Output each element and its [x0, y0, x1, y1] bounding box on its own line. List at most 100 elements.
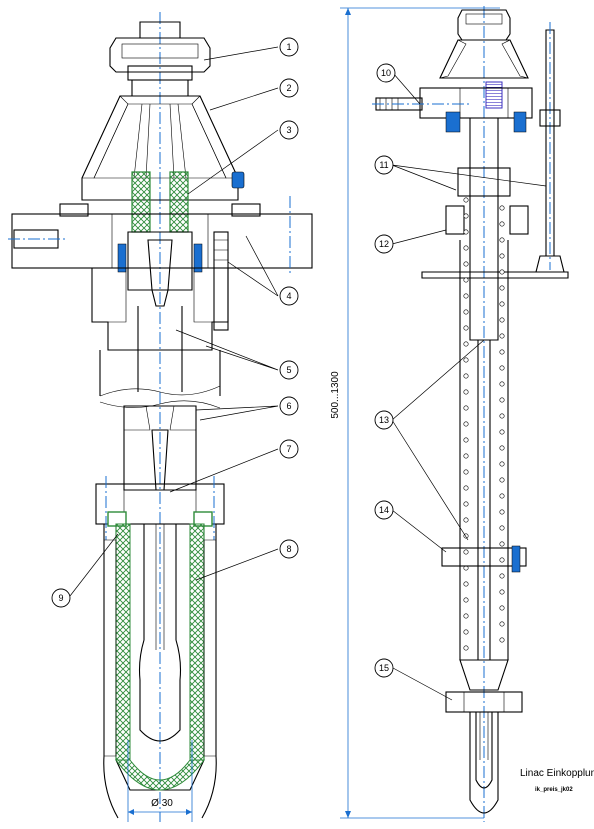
perforation-hole [463, 277, 469, 283]
callout-number: 13 [379, 415, 389, 425]
callout-circle [279, 539, 299, 559]
callout-circle [279, 396, 299, 416]
callout-circle [374, 155, 394, 175]
perforation-hole [463, 261, 469, 267]
callout-number: 3 [286, 125, 291, 135]
base-plate [421, 271, 569, 279]
right-assembly-view: 500...1300 [330, 6, 569, 822]
perforation-hole [463, 437, 469, 443]
perforation-hole [463, 597, 469, 603]
callout-8: 8 [279, 539, 299, 559]
callout-15: 15 [374, 658, 394, 678]
perforation-hole [463, 213, 469, 219]
callout-3: 3 [279, 120, 299, 140]
callout-circle [279, 78, 299, 98]
perforation-hole [499, 301, 505, 307]
callout-13: 13 [374, 410, 394, 430]
perforation-hole [463, 485, 469, 491]
callout-circle [279, 360, 299, 380]
callout-number: 4 [286, 291, 291, 301]
perforation-hole [499, 557, 505, 563]
callout-circle [51, 588, 71, 608]
perforation-hole [499, 429, 505, 435]
perforation-hole [463, 645, 469, 651]
callout-number: 8 [286, 544, 291, 554]
main-flange [11, 213, 313, 269]
bottom-cavity [469, 712, 499, 814]
callout-11: 11 [374, 155, 394, 175]
perforation-hole [463, 293, 469, 299]
callout-circle [374, 234, 394, 254]
callout-4: 4 [279, 286, 299, 306]
callout-6: 6 [279, 396, 299, 416]
perforation-hole [463, 341, 469, 347]
perforation-hole [499, 589, 505, 595]
perforation-hole [463, 373, 469, 379]
drawing-subtitle: ik_preis_jk02 [535, 787, 573, 793]
perforation-hole [463, 309, 469, 315]
leader-lines [69, 46, 547, 701]
length-label: 500...1300 [330, 371, 341, 419]
callout-14: 14 [374, 500, 394, 520]
perforation-hole [463, 453, 469, 459]
callout-number: 11 [379, 160, 388, 170]
drawing-title: Linac Einkopplung [520, 768, 594, 779]
callout-9: 9 [51, 588, 71, 608]
perforation-hole [499, 637, 505, 643]
callout-number: 12 [379, 239, 389, 249]
perforation-hole [463, 629, 469, 635]
callout-number: 10 [381, 68, 391, 78]
perforation-hole [499, 349, 505, 355]
perforation-hole [499, 221, 505, 227]
callout-number: 1 [286, 42, 291, 52]
perforation-hole [463, 581, 469, 587]
perforation-hole [499, 365, 505, 371]
callout-circle [376, 63, 396, 83]
perforation-hole [463, 405, 469, 411]
perforation-hole [499, 621, 505, 627]
perforation-hole [499, 445, 505, 451]
perforation-hole [499, 605, 505, 611]
perforation-hole [499, 509, 505, 515]
callout-circle [279, 439, 299, 459]
seal-block [485, 81, 503, 109]
perforation-hole [463, 357, 469, 363]
perforation-hole [499, 525, 505, 531]
perforation-hole [499, 477, 505, 483]
callout-7: 7 [279, 439, 299, 459]
inner-probe [138, 524, 182, 742]
perforation-hole [499, 285, 505, 291]
perforation-hole [499, 237, 505, 243]
perforation-hole [463, 197, 469, 203]
perforation-hole [499, 541, 505, 547]
insulator-left [131, 171, 151, 233]
callout-1: 1 [279, 37, 299, 57]
perforation-hole [463, 245, 469, 251]
perforation-hole [499, 381, 505, 387]
perforation-hole [499, 317, 505, 323]
mid-block [457, 167, 511, 197]
perforation-hole [499, 269, 505, 275]
perforated-tube [459, 240, 509, 660]
perforation-hole [499, 333, 505, 339]
callout-circle [279, 37, 299, 57]
perforation-hole [499, 493, 505, 499]
perforation-hole [463, 501, 469, 507]
callout-number: 6 [286, 401, 291, 411]
diameter-label: Ø 30 [151, 798, 173, 809]
callout-number: 15 [379, 663, 389, 673]
callout-10: 10 [376, 63, 396, 83]
callout-circle [374, 500, 394, 520]
perforation-hole [463, 325, 469, 331]
perforation-hole [499, 573, 505, 579]
callout-circle [374, 410, 394, 430]
top-nut [109, 37, 211, 73]
perforation-hole [463, 517, 469, 523]
callout-number: 7 [286, 444, 291, 454]
callout-number: 9 [58, 593, 63, 603]
perforation-hole [499, 205, 505, 211]
callout-circle [279, 286, 299, 306]
callout-number: 5 [286, 365, 291, 375]
callout-number: 2 [286, 83, 291, 93]
